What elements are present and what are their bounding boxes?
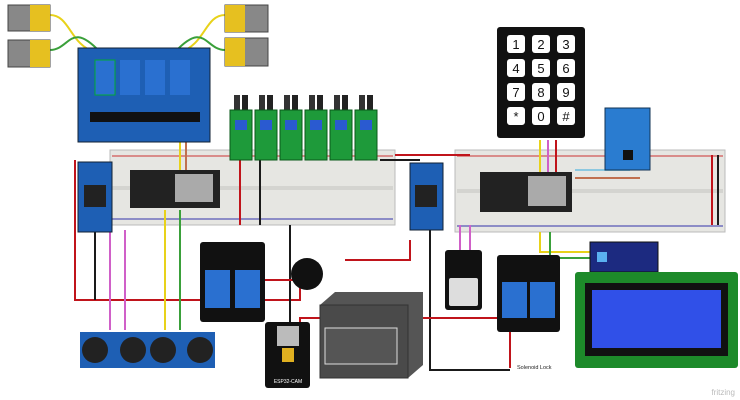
ir-potentiometer [235, 120, 247, 130]
solenoid-lock-label: Solenoid Lock [517, 365, 552, 371]
keypad-key [532, 59, 550, 77]
buzzer [291, 258, 323, 290]
relay-module-4ch [77, 47, 211, 143]
relay-module-2ch-left [200, 242, 265, 322]
esp32-right [480, 172, 572, 212]
keypad-key [507, 83, 525, 101]
keypad-key [507, 35, 525, 53]
relay-module-2ch-right [497, 255, 560, 332]
keypad-key-label: 7 [512, 85, 519, 100]
keypad-key-label: 4 [512, 61, 519, 76]
keypad-key-label: * [513, 109, 518, 124]
keypad: 1 2 3 4 5 6 7 8 9 * 0 # [497, 27, 585, 138]
keypad-key-label: 3 [562, 37, 569, 52]
keypad-key [557, 107, 575, 125]
ir-sensors [229, 95, 378, 161]
esp32-cam: ESP32-CAM [265, 322, 310, 388]
ir-potentiometer [310, 120, 322, 130]
fingerprint-sensor [445, 250, 482, 310]
ir-emitter [359, 95, 365, 110]
ir-potentiometer [335, 120, 347, 130]
wires [49, 14, 719, 371]
keypad-key-label: # [562, 109, 570, 124]
keypad-key [532, 107, 550, 125]
breadboard-right [454, 149, 726, 233]
keypad-key-label: 0 [537, 109, 544, 124]
ir-emitter [284, 95, 290, 110]
keypad-key [557, 83, 575, 101]
ir-sensor-board [354, 109, 378, 161]
lcd-display [575, 272, 738, 368]
keypad-key-label: 5 [537, 61, 544, 76]
ir-receiver [342, 95, 348, 110]
ir-potentiometer [285, 120, 297, 130]
keypad-key [532, 83, 550, 101]
ir-receiver [367, 95, 373, 110]
ir-sensor-board [279, 109, 303, 161]
keypad-key [557, 59, 575, 77]
ir-receiver [267, 95, 273, 110]
keypad-key-label: 1 [512, 37, 519, 52]
battery [319, 292, 423, 379]
ir-receiver [242, 95, 248, 110]
ir-sensor-board [229, 109, 253, 161]
keypad-key-label: 6 [562, 61, 569, 76]
ir-sensor-board [304, 109, 328, 161]
dc-motors [7, 4, 269, 68]
fritzing-watermark: fritzing [711, 388, 735, 397]
ir-emitter [234, 95, 240, 110]
esp32-cam-label: ESP32-CAM [274, 379, 302, 385]
ir-potentiometer [360, 120, 372, 130]
ir-potentiometer [260, 120, 272, 130]
keypad-key [507, 59, 525, 77]
esp32-left [130, 170, 220, 208]
ir-emitter [334, 95, 340, 110]
keypad-key [532, 35, 550, 53]
ir-emitter [309, 95, 315, 110]
ir-sensor-board [329, 109, 353, 161]
ir-sensor-board [254, 109, 278, 161]
ir-emitter [259, 95, 265, 110]
ultrasonic-sensors [80, 332, 215, 368]
ir-receiver [292, 95, 298, 110]
keypad-key [557, 35, 575, 53]
ir-receiver [317, 95, 323, 110]
keypad-key [507, 107, 525, 125]
rfid-reader [604, 107, 651, 171]
keypad-key-label: 9 [562, 85, 569, 100]
keypad-key-label: 8 [537, 85, 544, 100]
keypad-key-label: 2 [537, 37, 544, 52]
